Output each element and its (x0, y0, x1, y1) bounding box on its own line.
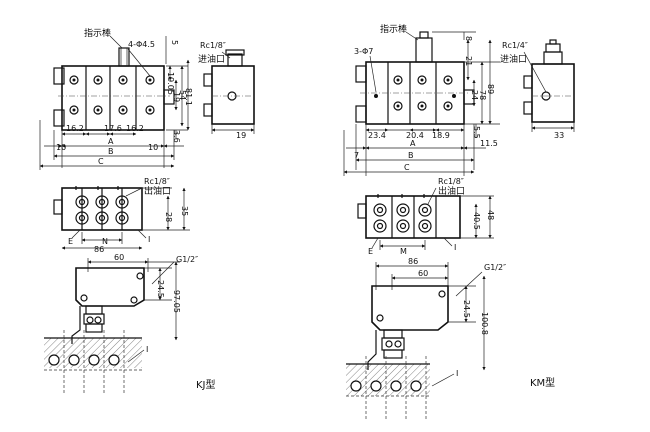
svg-text:10: 10 (148, 143, 158, 152)
kj-front-view: 指示棒 4-Φ4.5 5 19.05 19 54 81.1 3.6 16.2 (39, 27, 193, 170)
kj-top-view: Rc1/8″ 出油口 28 35 E N I 86 (53, 177, 190, 254)
svg-text:33: 33 (554, 131, 564, 140)
svg-text:19: 19 (236, 131, 246, 140)
kj-indicator-rod (118, 47, 130, 67)
km-front-view: 指示棒 3-Φ7 8 21 24 78 89 5.5 23.4 (343, 23, 500, 176)
svg-text:28: 28 (164, 212, 173, 222)
svg-text:A: A (410, 139, 416, 148)
svg-text:60: 60 (114, 253, 124, 262)
kj-outlet-thread: Rc1/8″ (144, 177, 170, 186)
svg-text:A: A (108, 137, 114, 146)
svg-text:24.5: 24.5 (156, 280, 165, 298)
svg-text:40.5: 40.5 (472, 212, 481, 230)
km-pump-body (371, 285, 449, 331)
svg-text:24.5: 24.5 (462, 300, 471, 318)
km-holes-label: 3-Φ7 (354, 47, 373, 56)
svg-text:N: N (102, 237, 108, 246)
km-indicator-label: 指示棒 (380, 23, 407, 35)
km-diagram: 指示棒 3-Φ7 8 21 24 78 89 5.5 23.4 (343, 23, 575, 420)
km-side-view: 33 Rc1/4″ 进油口 (500, 39, 575, 140)
svg-text:19.05: 19.05 (166, 72, 175, 95)
kj-mounted-view: 60 G1/2″ 24.5 97.05 (44, 253, 216, 395)
svg-text:3.6: 3.6 (172, 130, 181, 143)
svg-text:17.6: 17.6 (104, 124, 122, 133)
svg-text:B: B (108, 147, 114, 156)
svg-text:100.8: 100.8 (480, 312, 489, 335)
svg-text:11.5: 11.5 (480, 139, 498, 148)
kj-top-ports (75, 195, 129, 225)
svg-text:C: C (404, 163, 410, 172)
svg-text:I: I (146, 345, 148, 354)
kj-inlet-thread: Rc1/8″ (200, 41, 226, 50)
svg-text:20.4: 20.4 (406, 131, 424, 140)
kj-side-view: 19 Rc1/8″ 进油口 (198, 41, 255, 140)
svg-text:54: 54 (178, 90, 187, 100)
svg-text:I: I (148, 235, 150, 244)
kj-left-fitting-bottom (53, 109, 65, 127)
km-mounted-view: 86 60 G1/2″ 24.5 100.8 (346, 257, 555, 420)
km-outlet-label: 出油口 (438, 185, 465, 197)
svg-text:18.9: 18.9 (432, 131, 450, 140)
svg-text:5.5: 5.5 (472, 126, 481, 139)
kj-left-fitting-top (53, 67, 65, 85)
kj-holes-bottom (69, 105, 155, 115)
km-top-view: Rc1/8″ 出油口 40.5 48 E M I (357, 177, 495, 256)
svg-text:10: 10 (56, 143, 66, 152)
svg-text:48: 48 (486, 210, 495, 220)
svg-text:23.4: 23.4 (368, 131, 386, 140)
km-outlet-thread: Rc1/8″ (438, 177, 464, 186)
kj-side-inlet-fitting (227, 53, 243, 67)
svg-text:78: 78 (478, 90, 487, 100)
svg-text:B: B (408, 151, 414, 160)
km-top-ports (373, 203, 432, 233)
svg-text:I: I (456, 369, 458, 378)
svg-text:81.1: 81.1 (184, 88, 193, 106)
kj-base-holes (48, 354, 120, 366)
km-base-holes (350, 380, 422, 392)
kj-diagram: 指示棒 4-Φ4.5 5 19.05 19 54 81.1 3.6 16.2 (39, 27, 255, 395)
kj-holes-top (69, 75, 155, 85)
kj-inlet-label: 进油口 (198, 53, 225, 65)
km-model-label: KM型 (530, 376, 555, 389)
kj-g-thread: G1/2″ (176, 255, 198, 264)
km-g-thread: G1/2″ (484, 263, 506, 272)
kj-side-body (211, 65, 255, 125)
svg-text:97.05: 97.05 (172, 290, 181, 313)
svg-text:86: 86 (94, 245, 104, 254)
svg-text:5: 5 (170, 40, 179, 45)
svg-text:E: E (368, 247, 373, 256)
svg-text:86: 86 (408, 257, 418, 266)
km-side-body (531, 63, 575, 123)
km-holes (374, 75, 456, 111)
km-inlet-label: 进油口 (500, 53, 527, 65)
svg-text:16.2: 16.2 (66, 124, 84, 133)
kj-outlet-label: 出油口 (144, 185, 171, 197)
svg-text:8: 8 (464, 36, 473, 41)
svg-text:21: 21 (464, 56, 473, 66)
svg-text:60: 60 (418, 269, 428, 278)
kj-right-fitting (163, 89, 175, 105)
km-indicator-rod (415, 37, 433, 63)
kj-indicator-label: 指示棒 (84, 27, 111, 39)
svg-text:C: C (98, 157, 104, 166)
svg-text:I: I (454, 243, 456, 252)
svg-text:24: 24 (470, 90, 479, 100)
svg-text:35: 35 (180, 206, 189, 216)
svg-text:7: 7 (354, 151, 359, 160)
svg-text:19: 19 (172, 92, 181, 102)
km-inlet-thread: Rc1/4″ (502, 41, 528, 50)
svg-text:M: M (400, 247, 407, 256)
kj-model-label: KJ型 (196, 378, 216, 391)
svg-text:16.2: 16.2 (126, 124, 144, 133)
svg-text:E: E (68, 237, 73, 246)
svg-text:89: 89 (486, 84, 495, 94)
kj-holes-label: 4-Φ4.5 (128, 40, 155, 49)
